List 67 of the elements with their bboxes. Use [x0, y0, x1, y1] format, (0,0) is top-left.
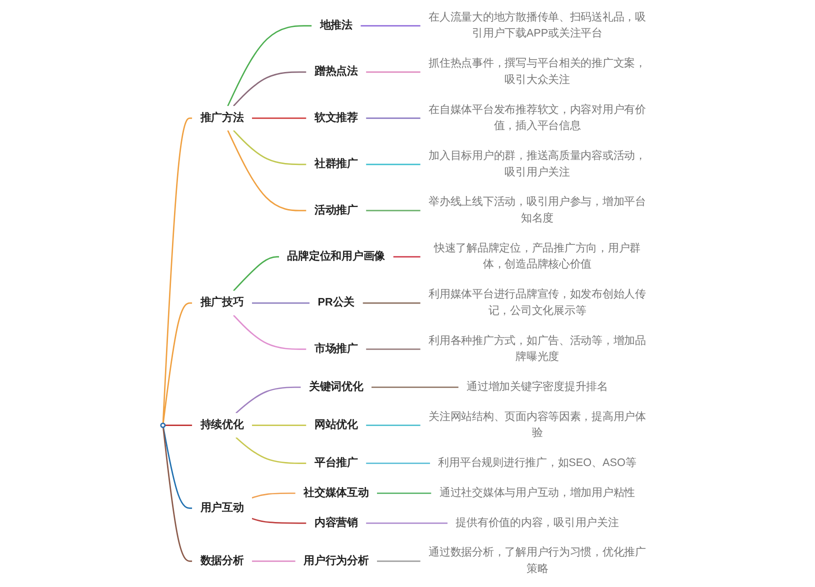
- node-text: 社群推广: [314, 158, 358, 170]
- connector: [162, 302, 192, 424]
- node-text: 蹭热点法: [314, 66, 358, 78]
- connector: [233, 314, 306, 350]
- connector: [362, 302, 420, 304]
- node-text: 内容营销: [314, 517, 358, 529]
- connector: [366, 118, 420, 119]
- connector: [366, 348, 420, 350]
- connector: [366, 462, 430, 464]
- node-text: 软文推荐: [314, 112, 358, 124]
- node-text: 举办线上线下活动，吸引用户参与，增加平台知名度: [428, 196, 646, 224]
- node-text: 用户互动: [200, 502, 244, 514]
- connector: [162, 427, 192, 562]
- connector: [162, 118, 192, 424]
- connector: [393, 256, 420, 258]
- node-text: 活动推广: [314, 204, 358, 216]
- node-text: 数据分析: [200, 555, 244, 567]
- node-text: 推广方法: [200, 112, 244, 124]
- node-text: 利用媒体平台进行品牌宣传，如发布创始人传记，公司文化展示等: [428, 288, 646, 317]
- node-text: 用户行为分析: [304, 555, 369, 567]
- node-text: 关注网站结构、页面内容等因素，提高用户体验: [428, 411, 646, 439]
- connector: [376, 560, 420, 562]
- connector: [252, 560, 296, 562]
- connector: [233, 130, 306, 166]
- connector: [252, 302, 310, 304]
- connector: [252, 118, 306, 119]
- connector: [233, 71, 306, 106]
- node-text: 市场推广: [314, 343, 358, 355]
- node-text: 提供有价值的内容，吸引用户关注: [456, 517, 619, 529]
- node-text: PR公关: [318, 296, 355, 308]
- node-text: 关键词优化: [308, 381, 364, 393]
- node-text: 利用平台规则进行推广，如SEO、ASO等: [438, 457, 636, 469]
- node-text: 持续优化: [200, 419, 244, 431]
- node-text: 通过社交媒体与用户互动，增加用户粘性: [439, 487, 636, 499]
- connector: [366, 164, 420, 166]
- node-text: 利用各种推广方式，如广告、活动等，增加品牌曝光度: [428, 334, 646, 363]
- connector: [252, 492, 296, 499]
- connector: [366, 522, 448, 524]
- node-text: 抓住热点事件，撰写与平台相关的推广文案，吸引大众关注: [428, 58, 646, 86]
- node-text: 品牌定位和用户画像: [287, 250, 386, 262]
- connector: [376, 492, 432, 494]
- node-text: 社交媒体互动: [304, 487, 369, 499]
- connector: [372, 386, 458, 388]
- node-text: 在人流量大的地方散播传单、扫码送礼品，吸引用户下载APP或关注平台: [428, 12, 646, 40]
- connector: [366, 424, 420, 426]
- node-text: 地推法: [320, 20, 352, 32]
- connector: [366, 71, 420, 73]
- connector: [162, 427, 192, 509]
- connector: [227, 130, 306, 212]
- node-text: 通过增加关键字密度提升排名: [466, 381, 608, 393]
- connector: [236, 437, 306, 464]
- connector: [227, 25, 312, 106]
- connector: [252, 518, 306, 524]
- connector: [233, 256, 280, 292]
- connector: [236, 386, 301, 414]
- node-text: 平台推广: [314, 457, 358, 469]
- node-text: 推广技巧: [200, 296, 244, 308]
- node-text: 在自媒体平台发布推荐软文，内容对用户有价值，插入平台信息: [428, 104, 646, 132]
- connector: [366, 210, 420, 212]
- connector: [252, 424, 306, 426]
- node-text: 快速了解品牌定位，产品推广方向，用户群体，创造品牌核心价值: [434, 242, 641, 270]
- connector: [360, 25, 420, 26]
- connector: [164, 424, 192, 426]
- node-text: 通过数据分析，了解用户行为习惯，优化推广策略: [428, 546, 646, 575]
- node-circle: [160, 422, 166, 428]
- node-text: 网站优化: [314, 419, 358, 431]
- node-text: 加入目标用户的群，推送高质量内容或活动，吸引用户关注: [428, 150, 646, 178]
